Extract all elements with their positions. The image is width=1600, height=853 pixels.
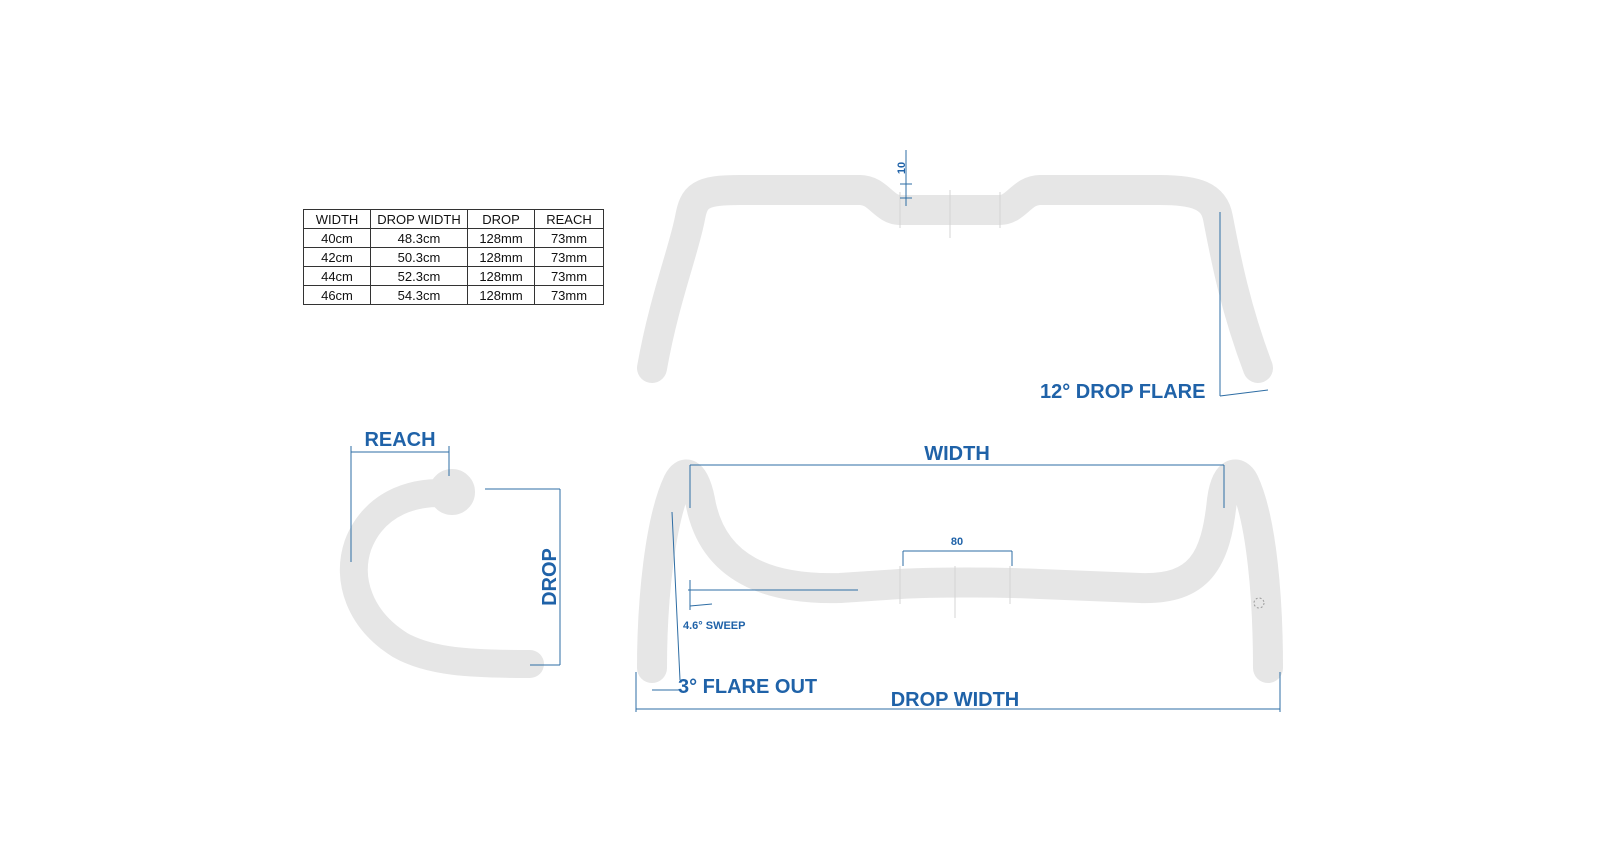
cell-drop-width: 54.3cm [370,285,468,305]
drop-width-label: DROP WIDTH [891,689,1020,711]
drop-dimension-line [485,488,561,666]
cell-width: 40cm [303,228,371,248]
reach-label: REACH [364,429,435,451]
drop-flare-dimension-line [1219,212,1269,397]
front-view: 10 12° DROP FLARE [637,150,1273,403]
rise-label: 10 [896,162,908,174]
flare-out-dimension-line [652,511,681,691]
cell-width: 46cm [303,285,371,305]
side-view-bar [339,479,544,678]
cell-drop-width: 52.3cm [370,266,468,286]
top-view: WIDTH 80 4.6° SWEEP 3° FLARE OUT DROP WI… [635,443,1283,712]
flare-out-label: 3° FLARE OUT [678,676,817,698]
size-table: WIDTH DROP WIDTH DROP REACH 40cm 48.3cm … [303,209,604,305]
clamp-label: 80 [951,536,963,548]
side-view: REACH DROP [339,429,561,678]
drop-label: DROP [539,548,561,606]
cell-reach: 73mm [534,266,604,286]
top-view-clamp-edge [899,566,1011,618]
width-label: WIDTH [924,443,990,465]
reach-dimension-line [350,446,450,562]
front-view-bar [637,175,1273,383]
table-row: 44cm 52.3cm 128mm 73mm [303,266,604,286]
table-row: 46cm 54.3cm 128mm 73mm [303,285,604,305]
drop-flare-label: 12° DROP FLARE [1040,381,1205,403]
cell-width: 44cm [303,266,371,286]
clamp-dimension-line [902,550,1013,566]
top-view-bar [637,459,1283,683]
sweep-dimension-line [688,580,858,610]
side-view-clamp [429,469,475,515]
size-table-header-row: WIDTH DROP WIDTH DROP REACH [303,209,604,229]
rise-dimension-line [900,150,912,206]
cell-reach: 73mm [534,285,604,305]
sweep-label: 4.6° SWEEP [683,620,745,632]
drop-width-dimension-line [635,672,1281,712]
width-dimension-line [689,464,1225,508]
table-row: 42cm 50.3cm 128mm 73mm [303,247,604,267]
top-view-port [1253,597,1265,609]
cell-drop: 128mm [467,285,535,305]
cell-drop-width: 50.3cm [370,247,468,267]
